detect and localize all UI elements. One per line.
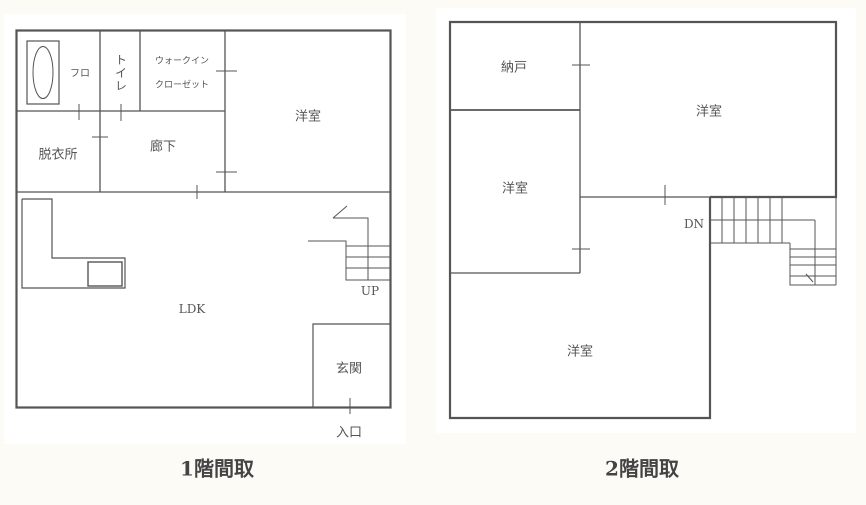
room-label-walk-in-closet-line2: クローゼット xyxy=(154,80,210,91)
stairs-up-label: UP xyxy=(360,284,380,298)
room-label-ldk: LDK xyxy=(178,302,206,316)
kitchen-sink xyxy=(87,261,123,287)
room-label-western-room-left: 洋室 xyxy=(501,181,529,197)
bathtub-basin xyxy=(32,46,54,99)
kitchen-counter xyxy=(21,198,126,289)
entrance-label: 入口 xyxy=(335,425,363,441)
entrance-hall-wall xyxy=(312,323,390,407)
room-label-bath: フロ xyxy=(70,68,90,80)
room-label-entrance-hall: 玄関 xyxy=(335,361,363,377)
floor1-plan xyxy=(15,29,392,414)
bathtub xyxy=(26,40,60,105)
floor2-caption: 2階間取 xyxy=(605,456,679,481)
room-label-walk-in-closet-line1: ウォークイン xyxy=(154,56,210,67)
room-label-dressing-room: 脱衣所 xyxy=(38,147,78,163)
floor1-caption: 1階間取 xyxy=(180,456,254,481)
room-label-toilet: トイレ xyxy=(113,53,128,93)
room-label-hallway: 廊下 xyxy=(149,139,177,155)
floor1-outer-wall xyxy=(15,29,392,409)
room-label-western-room: 洋室 xyxy=(294,109,322,125)
floor2-plan xyxy=(448,20,838,420)
room-label-western-room-bottom: 洋室 xyxy=(566,344,594,360)
room-label-storage: 納戸 xyxy=(500,60,528,76)
stairs-down-label: DN xyxy=(683,217,705,231)
floor1-paper xyxy=(4,14,406,444)
room-label-western-room-large: 洋室 xyxy=(695,104,723,120)
